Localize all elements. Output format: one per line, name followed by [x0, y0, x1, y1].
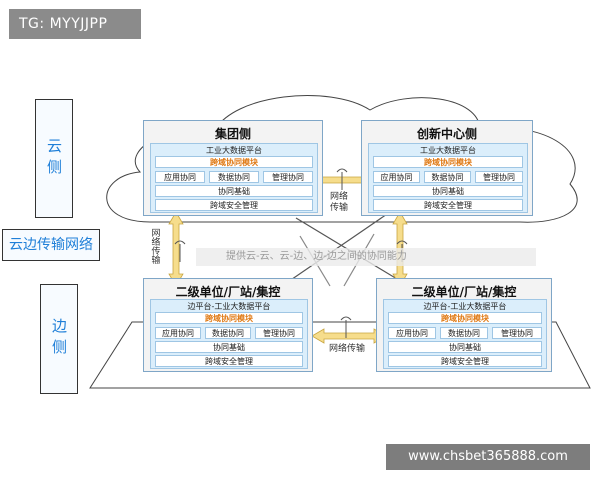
platform-box: 边平台-工业大数据平台 跨域协同模块 应用协同 数据协同 管理协同 协同基础 跨… [383, 299, 547, 369]
connector-label-top: 网络传输 [327, 192, 351, 214]
data-collab: 数据协同 [424, 171, 471, 183]
mgmt-collab: 管理协同 [492, 327, 542, 339]
data-collab: 数据协同 [209, 171, 259, 183]
module-row: 跨域协同模块 [155, 312, 303, 324]
panel-group: 集团侧 工业大数据平台 跨域协同模块 应用协同 数据协同 管理协同 协同基础 跨… [143, 120, 323, 216]
edge-side-text: 边侧 [50, 318, 68, 360]
antenna-icon [340, 316, 352, 338]
platform-box: 工业大数据平台 跨域协同模块 应用协同 数据协同 管理协同 协同基础 跨域安全管… [150, 143, 318, 213]
mgmt-collab: 管理协同 [475, 171, 523, 183]
footer-watermark: www.chsbet365888.com [386, 444, 590, 470]
panel-title: 创新中心侧 [416, 127, 477, 141]
connector-label-left: 网络传输 [147, 228, 161, 268]
collab-base: 协同基础 [373, 185, 523, 197]
panel-edge-1: 二级单位/厂站/集控 边平台-工业大数据平台 跨域协同模块 应用协同 数据协同 … [143, 278, 313, 372]
collab-base: 协同基础 [155, 341, 303, 353]
panel-title: 集团侧 [214, 127, 251, 141]
caption-banner: 提供云-云、云-边、边-边之间的协同能力 [196, 248, 536, 266]
data-collab: 数据协同 [440, 327, 488, 339]
arrow-left-vertical [168, 211, 184, 287]
app-collab: 应用协同 [388, 327, 436, 339]
platform-label: 边平台-工业大数据平台 [187, 302, 271, 311]
module-row: 跨域协同模块 [373, 156, 523, 168]
collab-base: 协同基础 [388, 341, 542, 353]
cloud-side-text: 云侧 [45, 137, 63, 180]
module-row: 跨域协同模块 [388, 312, 542, 324]
panel-title: 二级单位/厂站/集控 [411, 285, 517, 299]
security-row: 跨域安全管理 [388, 355, 542, 367]
security-row: 跨域安全管理 [155, 355, 303, 367]
platform-label: 边平台-工业大数据平台 [423, 302, 507, 311]
app-collab: 应用协同 [155, 171, 205, 183]
data-collab: 数据协同 [205, 327, 251, 339]
platform-box: 工业大数据平台 跨域协同模块 应用协同 数据协同 管理协同 协同基础 跨域安全管… [368, 143, 528, 213]
antenna-icon [336, 168, 348, 190]
network-label: 云边传输网络 [2, 229, 100, 261]
security-row: 跨域安全管理 [373, 199, 523, 211]
collab-base: 协同基础 [155, 185, 313, 197]
mgmt-collab: 管理协同 [255, 327, 303, 339]
antenna-icon [174, 240, 186, 262]
platform-box: 边平台-工业大数据平台 跨域协同模块 应用协同 数据协同 管理协同 协同基础 跨… [150, 299, 308, 369]
module-row: 跨域协同模块 [155, 156, 313, 168]
security-row: 跨域安全管理 [155, 199, 313, 211]
cloud-side-label: 云侧 [35, 99, 73, 218]
connector-text: 网络传输 [328, 344, 365, 354]
panel-title: 二级单位/厂站/集控 [175, 285, 281, 299]
platform-label: 工业大数据平台 [420, 146, 476, 155]
platform-label: 工业大数据平台 [206, 146, 262, 155]
app-collab: 应用协同 [373, 171, 420, 183]
network-text: 云边传输网络 [9, 237, 93, 253]
edge-side-label: 边侧 [40, 284, 78, 394]
app-collab: 应用协同 [155, 327, 201, 339]
panel-innovation: 创新中心侧 工业大数据平台 跨域协同模块 应用协同 数据协同 管理协同 协同基础… [361, 120, 533, 216]
tg-tag: TG: MYYJJPP [9, 9, 141, 39]
mgmt-collab: 管理协同 [263, 171, 313, 183]
panel-edge-2: 二级单位/厂站/集控 边平台-工业大数据平台 跨域协同模块 应用协同 数据协同 … [376, 278, 552, 372]
connector-label-bottom: 网络传输 [322, 344, 372, 355]
connector-text: 网络传输 [149, 228, 160, 264]
connector-text: 网络传输 [329, 192, 348, 213]
caption-text: 提供云-云、云-边、边-边之间的协同能力 [226, 251, 407, 262]
